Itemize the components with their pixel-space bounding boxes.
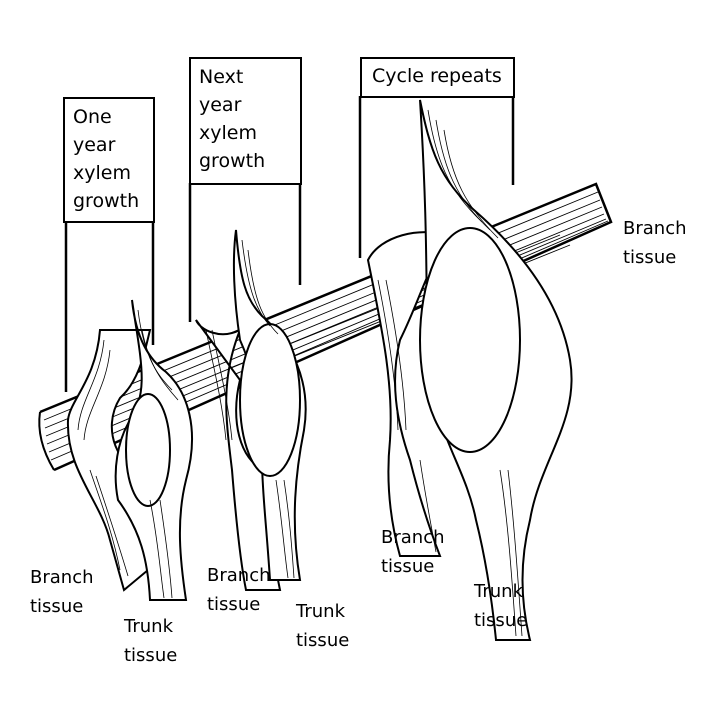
stage-2-line-1: Next: [199, 66, 244, 88]
label-word: tissue: [474, 610, 528, 631]
label-word: Trunk: [296, 601, 345, 622]
label-word: Branch: [30, 567, 94, 588]
stage-2-line-4: growth: [199, 150, 266, 172]
label-word: Trunk: [474, 581, 523, 602]
bracket-stage-1: [64, 222, 155, 392]
label-word: Branch: [623, 218, 687, 239]
label-branch-tissue-right: Branch tissue: [623, 214, 687, 272]
stage-3-line-1: Cycle repeats: [372, 65, 502, 87]
label-word: tissue: [623, 247, 677, 268]
label-branch-tissue-2: Branch tissue: [207, 561, 271, 619]
stage-2-line-2: year: [199, 94, 242, 116]
label-word: tissue: [207, 594, 261, 615]
label-word: tissue: [30, 596, 84, 617]
bracket-lines: [64, 96, 515, 392]
stage-1-box: One year xylem growth: [63, 97, 155, 223]
stage-2-line-3: xylem: [199, 122, 257, 144]
bracket-stage-2: [188, 183, 302, 322]
collar-stage-2: [195, 229, 307, 591]
stage-1-line-1: One: [73, 106, 112, 128]
label-trunk-tissue-1: Trunk tissue: [124, 612, 177, 670]
stage-1-line-2: year: [73, 134, 116, 156]
stage-1-line-4: growth: [73, 190, 140, 212]
stage-3-box: Cycle repeats: [360, 57, 515, 98]
label-trunk-tissue-2: Trunk tissue: [296, 597, 349, 655]
label-word: tissue: [381, 556, 435, 577]
label-word: Branch: [381, 527, 445, 548]
label-word: Trunk: [124, 616, 173, 637]
label-word: Branch: [207, 565, 271, 586]
collar-stage-3: [366, 99, 573, 641]
collar-stage-1: [66, 299, 193, 601]
stage-2-box: Next year xylem growth: [189, 57, 302, 185]
label-branch-tissue-3: Branch tissue: [381, 523, 445, 581]
label-trunk-tissue-3: Trunk tissue: [474, 577, 527, 635]
bracket-stage-3: [358, 96, 515, 258]
stage-1-line-3: xylem: [73, 162, 131, 184]
label-branch-tissue-1: Branch tissue: [30, 563, 94, 621]
label-word: tissue: [296, 630, 350, 651]
label-word: tissue: [124, 645, 178, 666]
